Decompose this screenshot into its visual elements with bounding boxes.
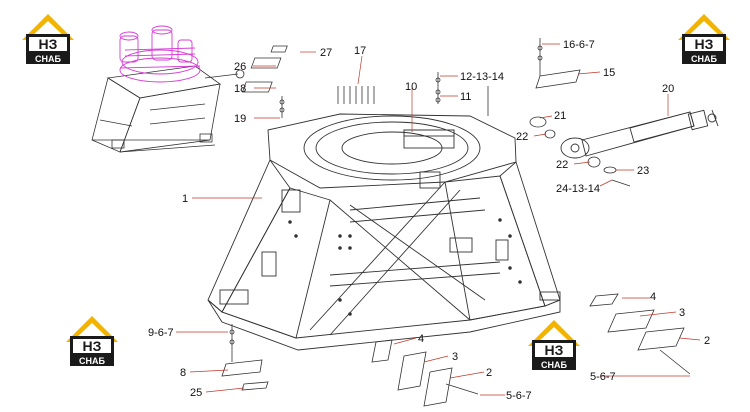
logo-mark: НЗ: [83, 338, 102, 354]
callout-5-6-7-right: 5-6-7: [590, 371, 616, 383]
callout-4-right: 4: [650, 291, 656, 303]
callout-4-bottom: 4: [418, 333, 424, 345]
callout-27: 27: [320, 47, 332, 59]
assembly-thumbnail: [91, 25, 245, 153]
callout-12-13-14: 12-13-14: [460, 71, 504, 83]
callout-11: 11: [460, 91, 471, 103]
callout-15: 15: [603, 67, 615, 79]
leader-lines: [176, 43, 701, 396]
callout-26: 26: [234, 61, 246, 73]
small-parts: [221, 38, 691, 407]
hydraulic-cylinder: [560, 109, 719, 159]
callout-2-right: 2: [704, 335, 710, 347]
callout-19: 19: [234, 113, 246, 125]
logo-bottom-mid: НЗ СНАБ: [528, 320, 580, 370]
callout-10: 10: [405, 81, 417, 93]
logo-word: СНАБ: [35, 54, 61, 64]
callout-3-bottom: 3: [452, 351, 458, 363]
callout-25: 25: [190, 387, 202, 399]
logo-word: СНАБ: [79, 356, 105, 366]
callout-24-13-14: 24-13-14: [556, 183, 600, 195]
bolts-17: [337, 86, 375, 104]
main-frame: [207, 113, 561, 351]
logo-word: СНАБ: [691, 54, 717, 64]
callout-22-lower: 22: [556, 159, 568, 171]
logo-mark: НЗ: [545, 342, 564, 358]
callout-17: 17: [354, 45, 366, 57]
logo-mark: НЗ: [695, 36, 714, 52]
logo-bottom-left: НЗ СНАБ: [66, 316, 118, 366]
highlighted-turret: [119, 25, 201, 83]
callout-22-upper: 22: [516, 131, 528, 143]
logo-word: СНАБ: [541, 360, 567, 370]
callout-9-6-7: 9-6-7: [148, 327, 174, 339]
frame-holes: [288, 218, 522, 316]
callout-16-6-7: 16-6-7: [563, 39, 595, 51]
logo-top-left: НЗ СНАБ: [22, 14, 74, 64]
logo-mark: НЗ: [39, 36, 58, 52]
callout-20: 20: [662, 83, 674, 95]
callout-21: 21: [554, 110, 566, 122]
callout-5-6-7-bottom: 5-6-7: [506, 390, 532, 402]
callout-8: 8: [180, 367, 186, 379]
callout-18: 18: [234, 83, 246, 95]
callout-2-bottom: 2: [486, 367, 492, 379]
callout-1: 1: [182, 193, 188, 205]
logo-top-right: НЗ СНАБ: [678, 14, 730, 64]
callout-labels: 1 4 3 2 5-6-7 9-6-7 8 25 4 3 2 5-6-7 26 …: [148, 39, 710, 402]
callout-23: 23: [637, 165, 649, 177]
callout-3-right: 3: [679, 307, 685, 319]
